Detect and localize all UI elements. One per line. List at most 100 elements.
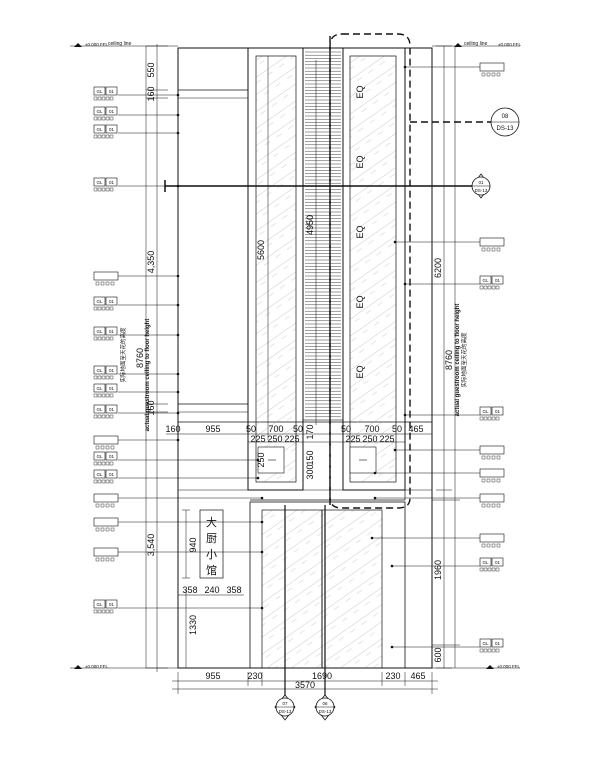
tag-code-b: 01 bbox=[109, 454, 115, 459]
callout-07-sheet: DS-13 bbox=[279, 709, 292, 714]
tag-code-b: 01 bbox=[109, 89, 115, 94]
dim-overall-width: 3570 bbox=[295, 680, 315, 690]
sign-char-3: 小 bbox=[206, 548, 217, 561]
ceiling-code-right: ±0.000 FFL bbox=[498, 42, 521, 47]
glass-panel-left bbox=[247, 47, 304, 491]
dim-left-160-top: 160 bbox=[146, 86, 156, 101]
left-height-total: 8760 bbox=[135, 348, 145, 368]
tag-code-a: GL bbox=[482, 641, 489, 646]
material-tag-left-17: GL 01 bbox=[93, 599, 264, 614]
dim-sub-left-225-b: 225 bbox=[284, 434, 299, 444]
dim-left-3540: 3,540 bbox=[146, 534, 156, 557]
floor-code-left: ±0.000 FFL bbox=[85, 664, 108, 669]
tag-code-b: 01 bbox=[495, 560, 501, 565]
ceiling-code-left: ±0.000 FFL bbox=[85, 42, 108, 47]
floor-code-right: ±0.000 FFL bbox=[497, 664, 520, 669]
dim-sign-358-b: 358 bbox=[226, 585, 241, 595]
tag-code-b: 01 bbox=[109, 407, 115, 412]
tag-code-b: 01 bbox=[109, 299, 115, 304]
section-lines bbox=[329, 33, 492, 509]
material-tag-left-11 bbox=[93, 435, 180, 450]
dim-sub-left-250: 250 bbox=[267, 434, 282, 444]
section-line-solid bbox=[164, 180, 472, 192]
dim-sign-240: 240 bbox=[204, 585, 219, 595]
material-tag-left-8: GL 01 bbox=[93, 365, 180, 380]
dim-left-550: 550 bbox=[146, 62, 156, 77]
left-height-caption-en: actual guestroom ceiling to floor height bbox=[145, 319, 151, 432]
dim-inner-170: 170 bbox=[305, 424, 315, 439]
tag-code-b: 01 bbox=[109, 386, 115, 391]
material-tag-right-6 bbox=[373, 468, 505, 483]
tag-code-a: GL bbox=[96, 89, 103, 94]
callout-07-number: 07 bbox=[282, 701, 288, 706]
right-dimension-chain bbox=[432, 45, 460, 669]
material-tag-left-3: GL 01 bbox=[93, 124, 180, 139]
material-tag-right-1 bbox=[403, 62, 505, 77]
right-height-caption-cn: 实际地面至天花的高度 bbox=[460, 332, 468, 388]
dim-h-50-d: 50 bbox=[392, 424, 402, 434]
dim-sign-358-a: 358 bbox=[182, 585, 197, 595]
dim-left-160-bottom: 160 bbox=[146, 400, 156, 415]
tag-code-b: 01 bbox=[109, 602, 115, 607]
dim-bottom-955: 955 bbox=[205, 671, 220, 681]
material-tag-right-7 bbox=[373, 493, 505, 508]
dim-inner-4950: 4950 bbox=[305, 215, 315, 235]
dim-sub-right-250: 250 bbox=[362, 434, 377, 444]
eq-label-3: EQ bbox=[355, 225, 365, 238]
tag-code-b: 01 bbox=[109, 180, 115, 185]
tag-code-a: GL bbox=[96, 299, 103, 304]
dim-inner-300: 300 bbox=[305, 464, 315, 479]
dim-right-6200: 6200 bbox=[433, 258, 443, 278]
sign-char-4: 馆 bbox=[206, 563, 217, 577]
eq-label-4: EQ bbox=[355, 295, 365, 308]
material-tag-left-1: GL 01 bbox=[93, 86, 180, 101]
tag-code-a: GL bbox=[96, 602, 103, 607]
tag-code-a: GL bbox=[96, 127, 103, 132]
dim-h-465: 465 bbox=[408, 424, 423, 434]
dim-h-50-b: 50 bbox=[293, 424, 303, 434]
dim-sub-left-225-a: 225 bbox=[250, 434, 265, 444]
dim-h-50-a: 50 bbox=[246, 424, 256, 434]
material-tag-left-10: GL 01 bbox=[93, 404, 180, 419]
tag-code-a: GL bbox=[96, 407, 103, 412]
tag-code-a: GL bbox=[96, 386, 103, 391]
tag-code-a: GL bbox=[482, 278, 489, 283]
material-tag-left-12: GL 01 bbox=[93, 451, 260, 466]
tag-code-a: GL bbox=[96, 454, 103, 459]
material-tag-left-9: GL 01 bbox=[93, 383, 180, 398]
tag-code-a: GL bbox=[96, 472, 103, 477]
dim-h-700-a: 700 bbox=[268, 424, 283, 434]
dim-h-955: 955 bbox=[205, 424, 220, 434]
section-callout-07: 07 DS-13 bbox=[274, 694, 296, 721]
tag-code-b: 01 bbox=[109, 127, 115, 132]
tag-code-b: 01 bbox=[109, 368, 115, 373]
bottom-dims bbox=[172, 672, 438, 694]
left-height-caption-cn: 实际地面至天花的高度 bbox=[119, 327, 127, 383]
material-tag-right-5 bbox=[393, 445, 505, 460]
dim-sign-base-1330: 1330 bbox=[188, 615, 198, 635]
dim-sub-right-225-a: 225 bbox=[345, 434, 360, 444]
ceiling-label-right: ceiling line bbox=[464, 41, 488, 47]
material-tag-right-8 bbox=[370, 533, 505, 548]
dim-bottom-230-a: 230 bbox=[247, 671, 262, 681]
dim-bottom-465: 465 bbox=[410, 671, 425, 681]
tag-code-a: GL bbox=[96, 368, 103, 373]
sign-char-2: 厨 bbox=[206, 532, 217, 545]
callout-08-number: 08 bbox=[502, 114, 509, 120]
dim-inner-250: 250 bbox=[256, 452, 266, 467]
eq-label-1: EQ bbox=[355, 85, 365, 98]
dim-h-700-b: 700 bbox=[364, 424, 379, 434]
material-tag-left-16 bbox=[93, 547, 264, 562]
dim-h-160: 160 bbox=[165, 424, 180, 434]
dim-right-1960: 1960 bbox=[433, 560, 443, 580]
callout-06-number: 06 bbox=[322, 701, 328, 706]
